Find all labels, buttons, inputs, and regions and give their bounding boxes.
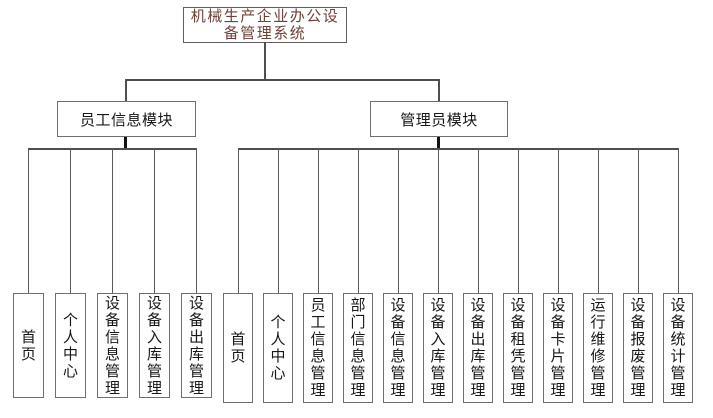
leaf-node-admin-device-inbound: 设备入库管理	[423, 293, 453, 403]
leaf-label: 运行维修管理	[590, 297, 606, 399]
root-node: 机械生产企业办公设备管理系统	[183, 7, 347, 43]
connector-line	[154, 149, 155, 293]
connector-line	[558, 149, 559, 293]
connector-line	[238, 149, 239, 293]
leaf-node-admin-device-outbound: 设备出库管理	[463, 293, 493, 403]
connector-line	[264, 42, 266, 80]
leaf-label: 设备统计管理	[670, 297, 686, 399]
connector-line	[196, 149, 197, 293]
connector-line	[125, 79, 127, 102]
admin-module-node: 管理员模块	[370, 101, 508, 137]
connector-line	[358, 149, 359, 293]
leaf-node-admin-device-scrap: 设备报废管理	[623, 293, 653, 403]
leaf-node-admin-device-lease: 设备租凭管理	[503, 293, 533, 403]
leaf-label: 个人中心	[270, 314, 286, 382]
connector-line	[678, 149, 679, 293]
leaf-label: 设备出库管理	[188, 294, 204, 397]
leaf-label: 部门信息管理	[350, 297, 366, 399]
leaf-label: 设备租凭管理	[510, 297, 526, 399]
leaf-label: 设备报废管理	[630, 297, 646, 399]
connector-line	[238, 148, 679, 150]
connector-line	[638, 149, 639, 293]
leaf-label: 设备出库管理	[470, 297, 486, 399]
leaf-node-employee-device-inbound: 设备入库管理	[139, 293, 170, 398]
leaf-label: 设备信息管理	[390, 297, 406, 399]
leaf-label: 员工信息管理	[310, 297, 326, 399]
leaf-node-admin-employee-info: 员工信息管理	[303, 293, 333, 403]
root-node-label: 机械生产企业办公设备管理系统	[190, 8, 340, 42]
connector-line	[112, 149, 113, 293]
leaf-node-employee-home: 首页	[13, 293, 44, 398]
leaf-node-admin-personal-center: 个人中心	[263, 293, 293, 403]
leaf-node-admin-device-statistics: 设备统计管理	[663, 293, 693, 403]
leaf-node-employee-device-outbound: 设备出库管理	[181, 293, 212, 398]
leaf-label: 个人中心	[62, 311, 78, 380]
leaf-label: 设备入库管理	[430, 297, 446, 399]
connector-line	[438, 79, 440, 102]
connector-line	[278, 149, 279, 293]
leaf-node-employee-personal-center: 个人中心	[55, 293, 86, 398]
admin-module-label: 管理员模块	[400, 111, 478, 129]
leaf-node-employee-device-info: 设备信息管理	[97, 293, 128, 398]
leaf-label: 首页	[20, 328, 36, 363]
leaf-node-admin-operation-maintenance: 运行维修管理	[583, 293, 613, 403]
connector-line	[124, 137, 127, 149]
connector-line	[438, 149, 439, 293]
leaf-node-admin-department-info: 部门信息管理	[343, 293, 373, 403]
connector-line	[437, 137, 440, 149]
employee-module-label: 员工信息模块	[79, 111, 173, 129]
connector-line	[398, 149, 399, 293]
connector-line	[318, 149, 319, 293]
leaf-label: 设备卡片管理	[550, 297, 566, 399]
leaf-label: 设备入库管理	[146, 294, 162, 397]
connector-line	[28, 149, 29, 293]
leaf-node-admin-device-info: 设备信息管理	[383, 293, 413, 403]
connector-line	[70, 149, 71, 293]
connector-line	[125, 79, 440, 81]
employee-module-node: 员工信息模块	[57, 101, 196, 137]
leaf-label: 设备信息管理	[104, 294, 120, 397]
connector-line	[518, 149, 519, 293]
leaf-node-admin-device-card: 设备卡片管理	[543, 293, 573, 403]
leaf-node-admin-home: 首页	[223, 293, 253, 403]
connector-line	[598, 149, 599, 293]
leaf-label: 首页	[230, 331, 246, 365]
connector-line	[478, 149, 479, 293]
